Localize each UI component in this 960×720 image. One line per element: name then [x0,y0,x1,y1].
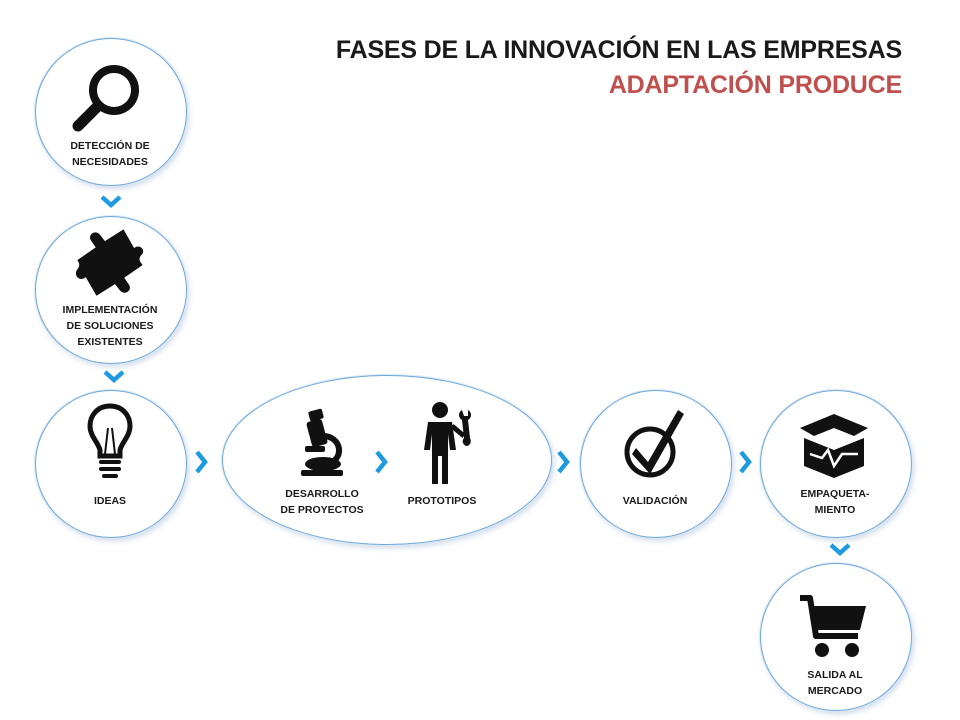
arrow-down-3 [829,543,851,557]
title-line-1: FASES DE LA INNOVACIÓN EN LAS EMPRESAS [335,36,902,64]
diagram-title: FASES DE LA INNOVACIÓN EN LAS EMPRESAS A… [336,36,902,100]
puzzle-icon [75,229,144,296]
node-salida-label: SALIDA AL MERCADO [807,669,863,697]
node-validacion [580,390,732,538]
arrow-right-2 [375,450,388,474]
title-line-2: ADAPTACIÓN PRODUCE [608,71,902,99]
arrow-right-1 [195,450,208,474]
node-ideas-label: IDEAS [93,495,127,507]
node-desarrollo-prototipos-group [222,375,552,545]
box-icon [800,414,868,478]
arrow-down-1 [100,195,122,209]
arrow-down-2 [103,370,125,384]
checkmark-icon [624,410,684,478]
magnifier-icon [72,65,139,132]
shopping-cart-icon [800,595,866,657]
node-desarrollo-label: DESARROLLO DE PROYECTOS [280,488,364,516]
microscope-icon [301,408,343,476]
arrow-right-4 [739,450,752,474]
node-empaquetamiento-label: EMPAQUETA- MIENTO [800,488,870,516]
node-deteccion-label: DETECCIÓN DE NECESIDADES [70,140,150,168]
node-validacion-label: VALIDACIÓN [622,495,688,507]
worker-wrench-icon [424,402,471,484]
node-implementacion-label: IMPLEMENTACIÓN DE SOLUCIONES EXISTENTES [62,304,158,348]
arrow-right-3 [557,450,570,474]
lightbulb-icon [87,403,133,478]
node-prototipos-label: PROTOTIPOS [407,495,477,507]
